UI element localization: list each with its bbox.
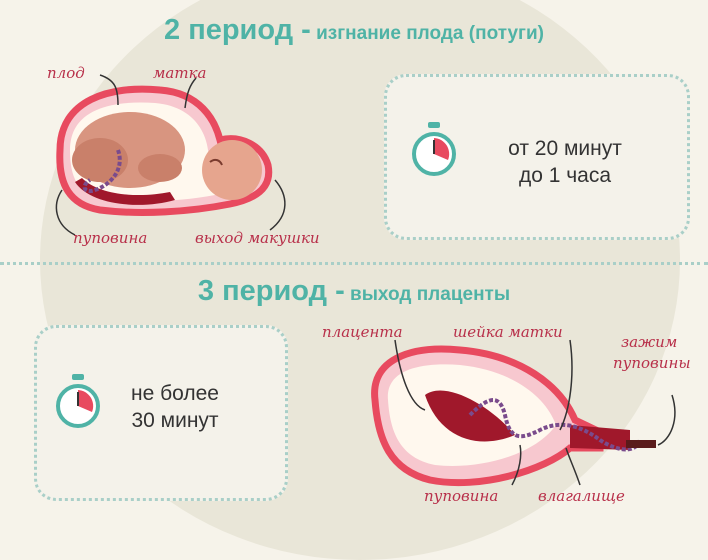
cord-clamp [626,440,656,448]
period3-title: 3 период - выход плаценты [197,275,511,307]
section-divider [0,262,708,265]
placenta [425,390,515,442]
label-cord-p3: пуповина [424,487,499,505]
umbilical-cord-p3 [468,398,642,452]
period3-duration: не более 30 минут [131,382,219,432]
label-cord-p2: пуповина [73,229,148,247]
stopwatch-icon [56,374,100,428]
label-uterus: матка [153,64,207,82]
umbilical-cord-p2 [82,149,122,193]
period2-duration: от 20 минут до 1 часа [508,137,622,187]
fetus-illustration [55,74,286,236]
period2-title: 2 период - изгнание плода (потуги) [164,14,544,46]
label-clamp-line2: пуповины [613,354,691,372]
label-placenta: плацента [322,323,403,341]
label-fetus: плод [47,64,85,82]
label-crown: выход макушки [195,229,320,247]
label-vagina: влагалище [538,487,625,505]
label-cervix: шейка матки [453,323,563,341]
fetus-head [202,140,262,200]
placenta-illustration [371,339,676,487]
label-clamp-line1: зажим [621,333,678,351]
placenta-p2 [75,178,175,205]
stopwatch-icon [412,122,456,176]
